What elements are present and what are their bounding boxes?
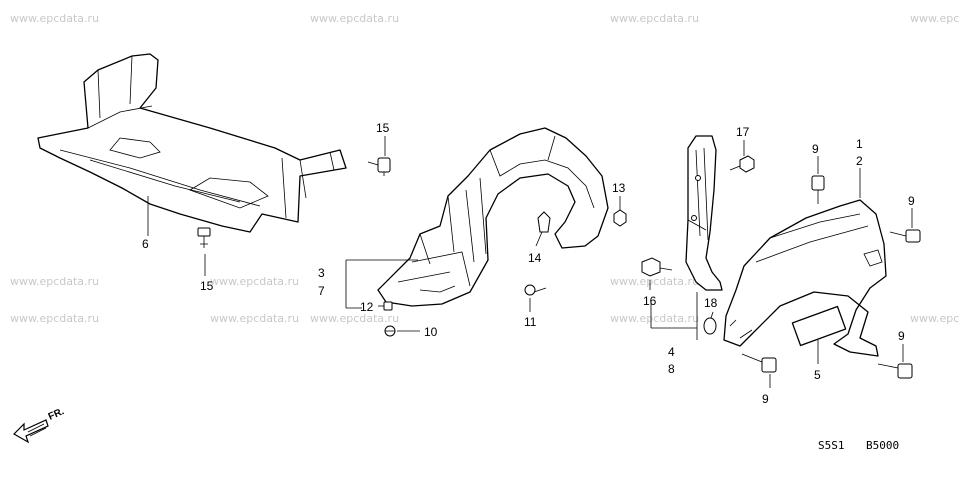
callout-16: 16 bbox=[643, 294, 657, 308]
watermark: www.epcdata.ru bbox=[610, 275, 699, 288]
callout-18: 18 bbox=[704, 296, 718, 310]
callout-2: 2 bbox=[856, 154, 863, 168]
nut-13[interactable] bbox=[613, 209, 627, 227]
watermark: www.epcdata.ru bbox=[10, 275, 99, 288]
callout-11: 11 bbox=[524, 315, 537, 329]
callout-8: 8 bbox=[668, 362, 675, 376]
callout-9: 9 bbox=[908, 194, 915, 208]
watermark: www.epcdata.ru bbox=[310, 312, 399, 325]
engine-under-cover[interactable] bbox=[37, 53, 347, 236]
watermark: www.epcdata.ru bbox=[610, 312, 699, 325]
diagram-code-left: S5S1 bbox=[818, 439, 845, 452]
callout-17: 17 bbox=[736, 125, 750, 139]
grommet-ring[interactable] bbox=[703, 317, 717, 335]
front-direction-label: FR. bbox=[47, 406, 66, 423]
bolt-17[interactable] bbox=[729, 155, 755, 173]
clip-12[interactable] bbox=[383, 301, 393, 311]
callout-14: 14 bbox=[528, 251, 542, 265]
front-direction-arrow: FR. bbox=[13, 406, 66, 444]
watermark: www.epc bbox=[910, 12, 959, 25]
watermark: www.epc bbox=[910, 312, 959, 325]
bolt-9-right[interactable] bbox=[889, 229, 921, 243]
callout-10: 10 bbox=[424, 325, 438, 339]
screw-10[interactable] bbox=[384, 325, 396, 337]
callout-numbers: 15 15 6 3 7 12 10 13 14 11 17 16 18 4 8 … bbox=[142, 121, 915, 406]
front-fender[interactable] bbox=[723, 199, 887, 357]
clip-14[interactable] bbox=[537, 211, 551, 233]
watermark: www.epcdata.ru bbox=[210, 312, 299, 325]
watermark: www.epcdata.ru bbox=[10, 312, 99, 325]
callout-7: 7 bbox=[318, 284, 325, 298]
callout-1: 1 bbox=[856, 137, 863, 151]
watermark: www.epcdata.ru bbox=[10, 12, 99, 25]
fender-insulator-pad[interactable] bbox=[791, 305, 847, 347]
callout-9: 9 bbox=[812, 142, 819, 156]
diagram-code-right: B5000 bbox=[866, 439, 899, 452]
callout-12: 12 bbox=[360, 300, 374, 314]
screw-11[interactable] bbox=[524, 284, 547, 296]
callout-5: 5 bbox=[814, 368, 821, 382]
callout-6: 6 bbox=[142, 237, 149, 251]
callout-3: 3 bbox=[318, 266, 325, 280]
callout-9: 9 bbox=[762, 392, 769, 406]
leader-lines bbox=[204, 136, 913, 388]
watermark: www.epcdata.ru bbox=[610, 12, 699, 25]
callout-4: 4 bbox=[668, 345, 675, 359]
watermark-layer: www.epcdata.ru www.epcdata.ru www.epcdat… bbox=[10, 12, 959, 325]
bolt-9-right-lower[interactable] bbox=[877, 363, 913, 379]
bolt-9-lower[interactable] bbox=[741, 353, 777, 373]
callout-9: 9 bbox=[898, 329, 905, 343]
callout-15: 15 bbox=[200, 279, 214, 293]
callout-13: 13 bbox=[612, 181, 626, 195]
watermark: www.epcdata.ru bbox=[310, 12, 399, 25]
bolt-16[interactable] bbox=[641, 257, 673, 277]
fender-bracket[interactable] bbox=[685, 135, 723, 291]
callout-bracket bbox=[345, 259, 418, 309]
callout-15: 15 bbox=[376, 121, 390, 135]
bolt-9-top[interactable] bbox=[811, 175, 825, 204]
clip-15-lower[interactable] bbox=[197, 227, 211, 248]
callout-bracket bbox=[650, 292, 698, 340]
front-inner-fender[interactable] bbox=[377, 127, 609, 307]
bolt-15-upper[interactable] bbox=[367, 157, 391, 176]
watermark: www.epcdata.ru bbox=[210, 275, 299, 288]
